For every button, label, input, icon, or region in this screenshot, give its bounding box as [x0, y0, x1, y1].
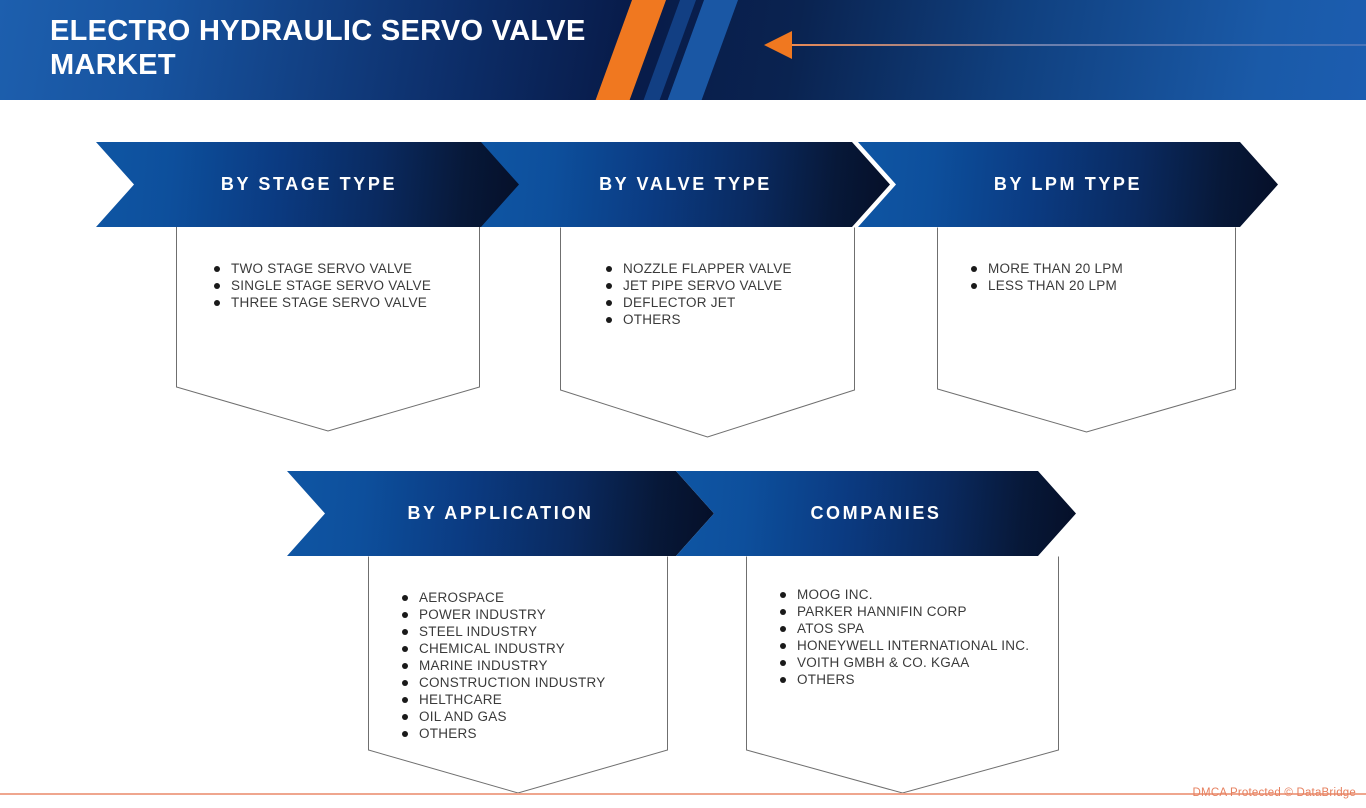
- card-content-application: AEROSPACE POWER INDUSTRY STEEL INDUSTRY …: [368, 555, 668, 742]
- list-valve-type: NOZZLE FLAPPER VALVE JET PIPE SERVO VALV…: [606, 260, 843, 328]
- banner-stage-type[interactable]: BY STAGE TYPE: [96, 142, 522, 227]
- banner-lpm-type[interactable]: BY LPM TYPE: [858, 142, 1278, 227]
- list-item: ATOS SPA: [780, 620, 1039, 637]
- list-item: MOOG INC.: [780, 586, 1039, 603]
- card-content-stage-type: TWO STAGE SERVO VALVE SINGLE STAGE SERVO…: [176, 226, 480, 311]
- list-application: AEROSPACE POWER INDUSTRY STEEL INDUSTRY …: [402, 589, 658, 742]
- card-content-lpm-type: MORE THAN 20 LPM LESS THAN 20 LPM: [937, 226, 1236, 294]
- card-content-companies: MOOG INC. PARKER HANNIFIN CORP ATOS SPA …: [746, 555, 1059, 688]
- list-item: NOZZLE FLAPPER VALVE: [606, 260, 843, 277]
- list-stage-type: TWO STAGE SERVO VALVE SINGLE STAGE SERVO…: [214, 260, 466, 311]
- card-outline-stage-type: [176, 226, 480, 432]
- list-item: SINGLE STAGE SERVO VALVE: [214, 277, 466, 294]
- list-item: HELTHCARE: [402, 691, 658, 708]
- card-border-stage-type: [176, 226, 480, 432]
- list-item: TWO STAGE SERVO VALVE: [214, 260, 466, 277]
- list-item: CONSTRUCTION INDUSTRY: [402, 674, 658, 691]
- list-lpm-type: MORE THAN 20 LPM LESS THAN 20 LPM: [971, 260, 1224, 294]
- footer-copyright: DMCA Protected © DataBridge: [1192, 787, 1356, 799]
- banner-companies[interactable]: COMPANIES: [676, 471, 1076, 556]
- banner-label: BY VALVE TYPE: [599, 174, 772, 194]
- header-banner: ELECTRO HYDRAULIC SERVO VALVE MARKET: [0, 0, 1366, 100]
- list-item: CHEMICAL INDUSTRY: [402, 640, 658, 657]
- footer-divider: [0, 793, 1366, 795]
- list-companies: MOOG INC. PARKER HANNIFIN CORP ATOS SPA …: [780, 586, 1039, 688]
- list-item: JET PIPE SERVO VALVE: [606, 277, 843, 294]
- list-item: THREE STAGE SERVO VALVE: [214, 294, 466, 311]
- list-item: MORE THAN 20 LPM: [971, 260, 1224, 277]
- card-valve-type: NOZZLE FLAPPER VALVE JET PIPE SERVO VALV…: [560, 226, 855, 438]
- banner-label: COMPANIES: [810, 503, 942, 523]
- list-item: VOITH GMBH & CO. KGAA: [780, 654, 1039, 671]
- banner-application[interactable]: BY APPLICATION: [287, 471, 714, 556]
- banner-label: BY STAGE TYPE: [220, 174, 398, 194]
- list-item: OTHERS: [402, 725, 658, 742]
- list-item: OTHERS: [606, 311, 843, 328]
- list-item: OIL AND GAS: [402, 708, 658, 725]
- card-lpm-type: MORE THAN 20 LPM LESS THAN 20 LPM: [937, 226, 1236, 433]
- list-item: POWER INDUSTRY: [402, 606, 658, 623]
- card-application: AEROSPACE POWER INDUSTRY STEEL INDUSTRY …: [368, 555, 668, 794]
- list-item: LESS THAN 20 LPM: [971, 277, 1224, 294]
- card-content-valve-type: NOZZLE FLAPPER VALVE JET PIPE SERVO VALV…: [560, 226, 855, 328]
- list-item: DEFLECTOR JET: [606, 294, 843, 311]
- list-item: AEROSPACE: [402, 589, 658, 606]
- header-rule-line: [790, 44, 1366, 46]
- page-title: ELECTRO HYDRAULIC SERVO VALVE MARKET: [50, 15, 586, 81]
- card-companies: MOOG INC. PARKER HANNIFIN CORP ATOS SPA …: [746, 555, 1059, 794]
- banner-label: BY LPM TYPE: [993, 174, 1143, 194]
- list-item: OTHERS: [780, 671, 1039, 688]
- left-arrow-icon: [764, 31, 792, 59]
- list-item: PARKER HANNIFIN CORP: [780, 603, 1039, 620]
- card-stage-type: TWO STAGE SERVO VALVE SINGLE STAGE SERVO…: [176, 226, 480, 432]
- list-item: MARINE INDUSTRY: [402, 657, 658, 674]
- list-item: HONEYWELL INTERNATIONAL INC.: [780, 637, 1039, 654]
- banner-label: BY APPLICATION: [407, 503, 594, 523]
- banner-valve-type[interactable]: BY VALVE TYPE: [481, 142, 890, 227]
- list-item: STEEL INDUSTRY: [402, 623, 658, 640]
